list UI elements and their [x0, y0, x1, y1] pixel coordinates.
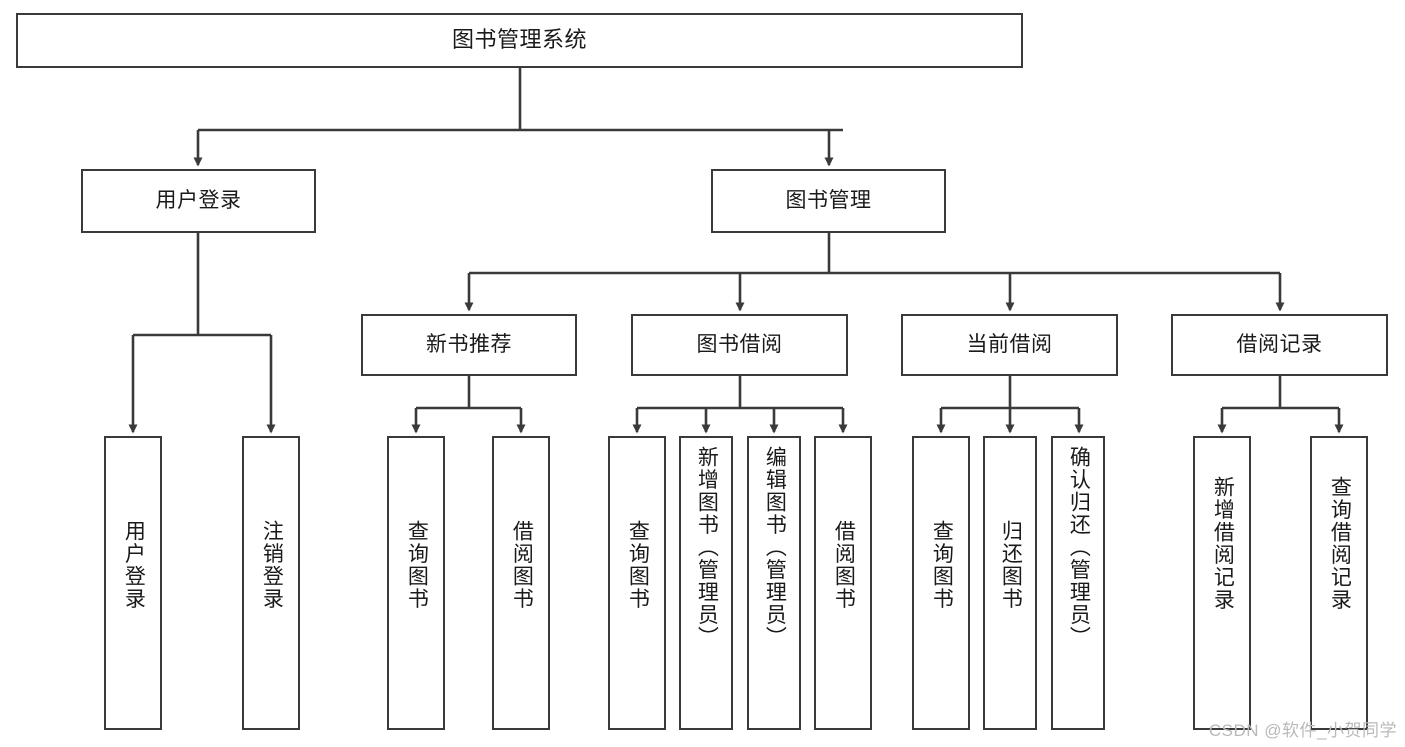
node-label: 注销登录: [260, 520, 284, 610]
node-label: 当前借阅: [966, 333, 1053, 357]
node-label: 查询借阅记录: [1328, 476, 1352, 611]
node-label: 新增借阅记录: [1211, 476, 1235, 611]
node-book-borrow[interactable]: 图书借阅: [631, 314, 848, 376]
node-borrow-record[interactable]: 借阅记录: [1171, 314, 1388, 376]
leaf-add-book-admin[interactable]: 新增图书（管理员）: [679, 436, 733, 730]
node-label: 借阅图书: [832, 520, 856, 610]
node-label: 新书推荐: [426, 333, 512, 357]
node-label: 编辑图书（管理员）: [763, 446, 787, 649]
leaf-return-book[interactable]: 归还图书: [983, 436, 1037, 730]
leaf-edit-book-admin[interactable]: 编辑图书（管理员）: [747, 436, 801, 730]
watermark-text: CSDN @软件_小贺同学: [1208, 721, 1397, 740]
leaf-confirm-return-admin[interactable]: 确认归还（管理员）: [1051, 436, 1105, 730]
node-label: 用户登录: [122, 520, 146, 610]
leaf-query-book-borrow[interactable]: 查询图书: [608, 436, 666, 730]
node-label: 确认归还（管理员）: [1067, 446, 1091, 649]
node-label: 用户登录: [155, 189, 242, 213]
leaf-logout-login[interactable]: 注销登录: [242, 436, 300, 730]
node-label: 查询图书: [405, 520, 429, 610]
leaf-add-borrow-record[interactable]: 新增借阅记录: [1193, 436, 1251, 730]
leaf-borrow-book-borrow[interactable]: 借阅图书: [814, 436, 872, 730]
node-label: 借阅记录: [1236, 333, 1323, 357]
leaf-query-book-current[interactable]: 查询图书: [912, 436, 970, 730]
node-label: 归还图书: [999, 520, 1023, 610]
leaf-query-borrow-record[interactable]: 查询借阅记录: [1310, 436, 1368, 730]
node-label: 借阅图书: [510, 520, 534, 610]
node-current-borrow[interactable]: 当前借阅: [901, 314, 1118, 376]
node-book-management-system[interactable]: 图书管理系统: [16, 13, 1023, 68]
leaf-query-book-recommend[interactable]: 查询图书: [387, 436, 445, 730]
leaf-user-login[interactable]: 用户登录: [104, 436, 162, 730]
node-label: 新增图书（管理员）: [695, 446, 719, 649]
node-label: 图书借阅: [696, 333, 783, 357]
node-new-book-recommend[interactable]: 新书推荐: [361, 314, 577, 376]
node-label: 查询图书: [626, 520, 650, 610]
node-label: 图书管理: [785, 189, 872, 213]
node-label: 图书管理系统: [451, 27, 587, 53]
leaf-borrow-book-recommend[interactable]: 借阅图书: [492, 436, 550, 730]
node-label: 查询图书: [930, 520, 954, 610]
node-book-management[interactable]: 图书管理: [711, 169, 946, 233]
node-user-login[interactable]: 用户登录: [81, 169, 316, 233]
